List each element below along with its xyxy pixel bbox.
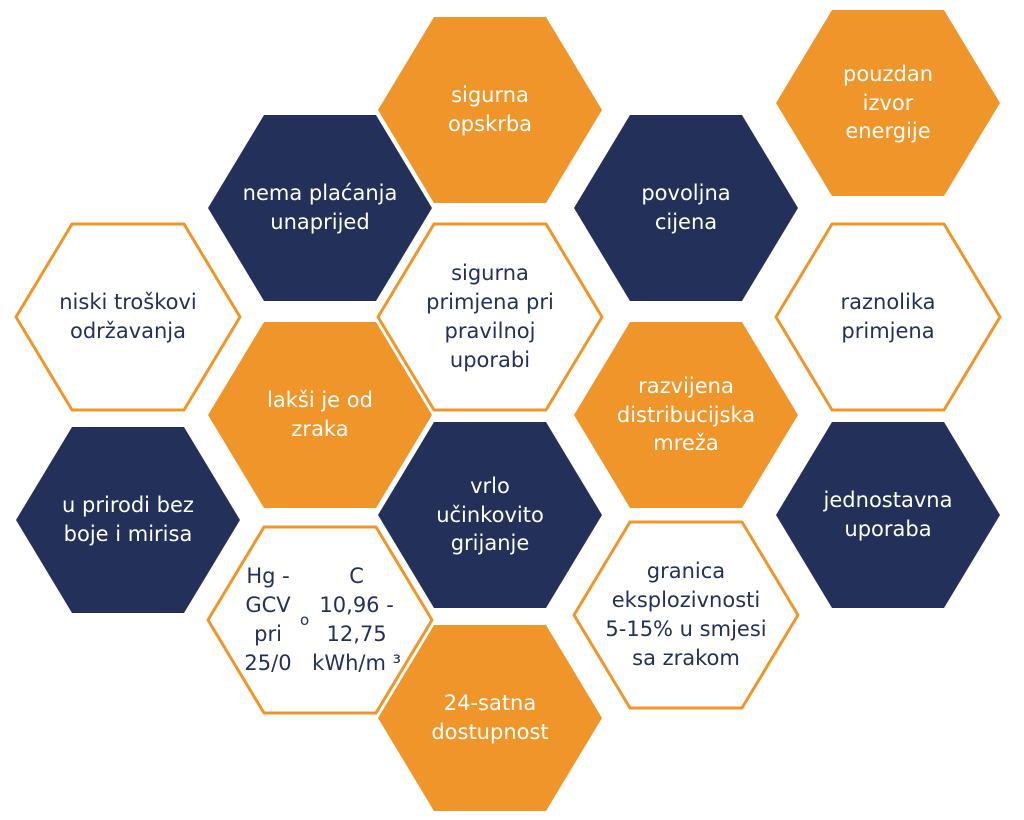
hex-vrlo-ucinkovito-grijanje bbox=[378, 422, 602, 608]
hex-sigurna-primjena bbox=[376, 222, 604, 412]
hex-pouzdan-izvor-energije bbox=[776, 10, 1000, 196]
hex-jednostavna-uporaba bbox=[776, 422, 1000, 608]
hex-razvijena-distribucijska-mreza bbox=[574, 322, 798, 508]
hex-niski-troskovi-odrzavanja bbox=[14, 222, 242, 412]
hex-laksi-je-od-zraka bbox=[208, 322, 432, 508]
hex-povoljna-cijena bbox=[574, 115, 798, 301]
hex-u-prirodi-bez-boje bbox=[16, 427, 240, 613]
hex-hg-gcv bbox=[206, 525, 434, 715]
hex-nema-placanja-unaprijed bbox=[208, 115, 432, 301]
hex-24-satna-dostupnost bbox=[378, 625, 602, 811]
hex-raznolika-primjena bbox=[774, 222, 1002, 412]
hex-granica-eksplozivnosti bbox=[572, 520, 800, 710]
hex-sigurna-opskrba bbox=[378, 17, 602, 203]
